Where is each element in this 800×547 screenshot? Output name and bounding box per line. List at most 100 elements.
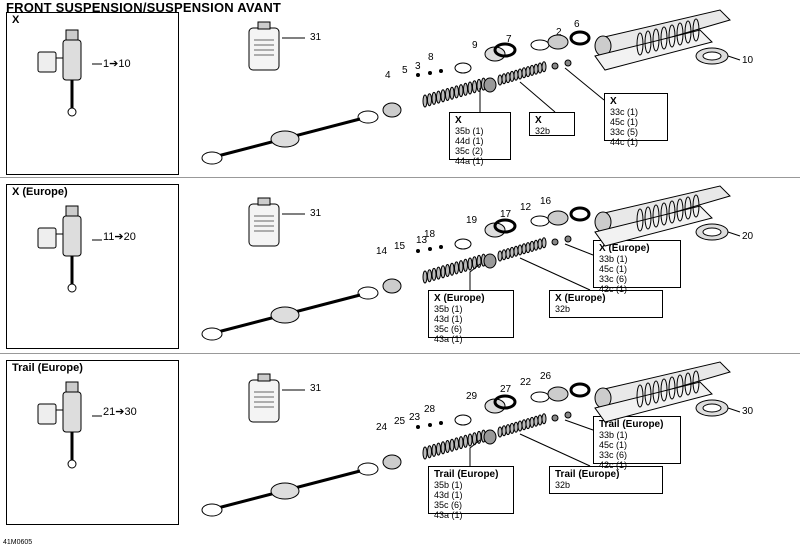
callout-header: X (Europe) [555,293,606,304]
spring-coil [636,384,644,408]
shim [449,438,455,452]
callout-leader [469,263,481,290]
shim [505,72,511,84]
callout-row: 33b (1) [599,254,628,264]
nut [551,62,559,70]
callout-row: 33c (5) [610,127,639,137]
callout-row: 35b (1) [434,304,463,314]
rod-eyelet [201,151,223,165]
thumb-eyelet [67,283,77,293]
bumper [270,130,300,148]
shim [497,250,503,262]
part-number: 24 [376,422,388,433]
seal-ref: 20 [742,231,754,242]
callout-row: 33c (6) [599,274,628,284]
callout-header: Trail (Europe) [434,469,499,480]
seal-head [382,278,402,294]
shim [509,70,515,82]
spring-coil [676,374,684,398]
shim [521,419,527,431]
seal-head [382,454,402,470]
spring-coil [668,200,676,224]
o-ring [569,30,591,46]
o-ring [569,206,591,222]
shim [463,434,468,448]
shim [422,446,428,460]
callout-header: X (Europe) [434,293,485,304]
shim [436,442,441,456]
spring-coil [644,382,652,406]
shim [472,80,477,94]
thumb-shock-body [62,391,82,433]
shim [509,246,515,258]
shim [501,249,507,261]
shim [422,270,428,284]
shim [427,93,432,107]
spring-coil [676,22,684,46]
shim [458,260,464,274]
small-ball [439,421,443,425]
shim [431,443,437,457]
bumper [270,482,300,500]
part-number: 13 [416,235,428,246]
spring-coil [644,206,652,230]
seal-ring-hole [702,403,722,413]
shim [541,237,547,249]
floating-piston [547,386,569,402]
shim [449,86,455,100]
nut [564,411,572,419]
spring-coil [636,32,644,56]
callout-leader [469,439,481,466]
callout-header: X (Europe) [599,243,650,254]
model-label: X [12,14,20,26]
callout-header: X [610,96,617,107]
shim [525,242,531,254]
backup-ring [530,391,550,403]
spring-coil [660,202,668,226]
part-number: 25 [394,416,406,427]
callout-row: 45c (1) [599,264,628,274]
floating-piston [547,34,569,50]
washer [454,238,472,250]
page-title: FRONT SUSPENSION/SUSPENSION AVANT [6,0,282,15]
nut [564,235,572,243]
small-ball [416,425,420,429]
callout-leader [564,419,594,431]
callout-row: 42c (1) [599,460,628,470]
part-range: 1➔10 [103,58,131,70]
part-range: 11➔20 [103,231,136,243]
bottle-ref: 31 [310,32,322,43]
shim [454,437,459,451]
shim [454,85,459,99]
shim [467,81,473,95]
washer [357,110,379,124]
callout-leader [564,67,605,101]
thumb-eyelet [67,107,77,117]
bottle-ref: 31 [310,208,322,219]
thumb-shock-body [62,215,82,257]
shim [541,61,547,73]
shim [427,269,432,283]
callout-row: 43a (1) [434,334,463,344]
part-range: 21➔30 [103,406,137,418]
model-label: X (Europe) [12,186,68,198]
callout-header: Trail (Europe) [599,419,664,430]
seal-head [382,102,402,118]
callout-row: 45c (1) [610,117,639,127]
shim [505,424,511,436]
shim [533,239,539,251]
callout-row: 32b [555,480,571,490]
shim [517,68,523,80]
shim [436,90,441,104]
small-ball [428,247,432,251]
thumb-top-mount [65,381,79,393]
shim [440,89,446,103]
small-ball [439,245,443,249]
model-box: X (Europe) [6,184,179,349]
part-number: 17 [500,209,512,220]
seal-leader [727,407,741,413]
callout-row: 45c (1) [599,440,628,450]
